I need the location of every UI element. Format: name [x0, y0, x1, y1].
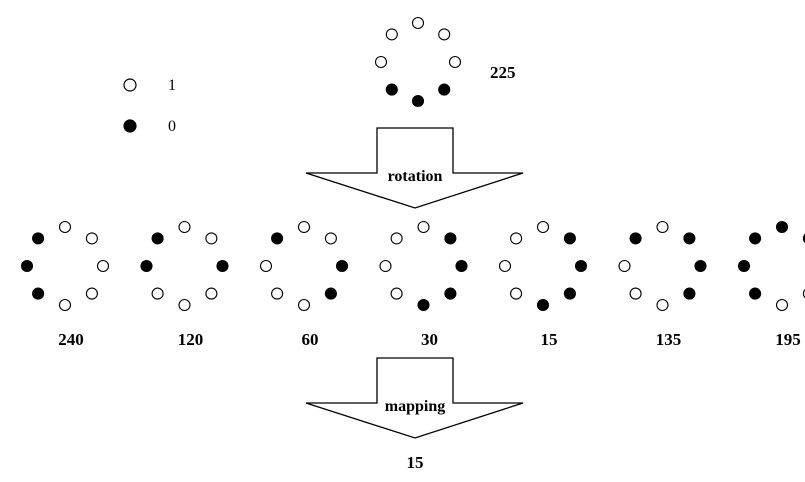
- open-dot: [324, 232, 337, 245]
- filled-dot: [335, 259, 349, 273]
- open-dot: [498, 259, 512, 273]
- filled-dot: [536, 298, 550, 312]
- filled-dot: [411, 94, 425, 108]
- open-dot: [297, 298, 311, 312]
- rotation-pattern: 195: [737, 220, 805, 349]
- filled-dot: [629, 232, 642, 245]
- filled-dot: [32, 287, 45, 300]
- filled-dot: [683, 232, 696, 245]
- rotation-value: 15: [541, 330, 558, 349]
- legend-open-dot: [123, 78, 137, 92]
- filled-dot: [683, 287, 696, 300]
- open-dot: [390, 287, 403, 300]
- filled-dot: [417, 298, 430, 312]
- open-dot: [85, 287, 98, 300]
- open-dot: [448, 55, 462, 69]
- open-dot: [629, 287, 642, 300]
- legend-label-zero: 0: [168, 118, 176, 135]
- rotation-pattern: 60: [259, 220, 349, 349]
- filled-dot: [324, 287, 337, 300]
- open-dot: [618, 259, 631, 273]
- open-dot: [775, 298, 789, 312]
- mapping-arrow: mapping: [305, 357, 524, 439]
- filled-dot: [32, 232, 45, 245]
- filled-dot: [749, 287, 762, 300]
- open-dot: [374, 55, 388, 69]
- open-dot: [438, 28, 451, 41]
- filled-dot: [20, 259, 34, 273]
- open-dot: [205, 287, 218, 300]
- open-dot: [58, 220, 72, 234]
- filled-dot: [563, 287, 576, 300]
- filled-dot: [438, 83, 451, 96]
- filled-dot: [775, 220, 789, 234]
- open-dot: [85, 232, 98, 245]
- open-dot: [390, 232, 403, 245]
- filled-dot: [749, 232, 762, 245]
- open-dot: [58, 298, 72, 312]
- rotation-row: 240 120 60 30 15 135 195: [20, 220, 805, 349]
- open-dot: [259, 259, 273, 273]
- filled-dot: [271, 232, 284, 245]
- legend: 1 0: [123, 77, 176, 135]
- open-dot: [656, 298, 669, 312]
- rotation-value: 60: [302, 330, 319, 349]
- filled-dot: [444, 287, 457, 300]
- open-dot: [417, 220, 430, 234]
- rotation-arrow-shape: [305, 127, 524, 209]
- rotation-arrow-label: rotation: [388, 168, 443, 185]
- open-dot: [385, 28, 398, 41]
- open-dot: [656, 220, 669, 234]
- filled-dot: [694, 259, 707, 273]
- open-dot: [205, 232, 218, 245]
- filled-dot: [385, 83, 398, 96]
- filled-dot: [574, 259, 588, 273]
- top-pattern-value: 225: [490, 63, 516, 82]
- mapping-arrow-shape: [305, 357, 524, 439]
- legend-label-one: 1: [168, 77, 176, 94]
- filled-dot: [737, 259, 751, 273]
- rotation-value: 240: [58, 330, 84, 349]
- open-dot: [510, 287, 523, 300]
- rotation-value: 30: [421, 330, 438, 349]
- open-dot: [178, 298, 191, 312]
- rotation-pattern: 135: [618, 220, 707, 349]
- open-dot: [271, 287, 284, 300]
- filled-dot: [140, 259, 153, 273]
- rotation-value: 195: [775, 330, 801, 349]
- rotation-arrow: rotation: [305, 127, 524, 209]
- open-dot: [411, 16, 425, 30]
- top-pattern: [374, 16, 462, 108]
- filled-dot: [216, 259, 229, 273]
- filled-dot: [151, 232, 164, 245]
- mapping-arrow-label: mapping: [385, 398, 445, 415]
- open-dot: [178, 220, 191, 234]
- rotation-pattern: 240: [20, 220, 110, 349]
- rotation-pattern: 30: [379, 220, 468, 349]
- rotation-pattern: 120: [140, 220, 229, 349]
- legend-filled-dot: [123, 119, 137, 133]
- open-dot: [151, 287, 164, 300]
- open-dot: [510, 232, 523, 245]
- rotation-value: 135: [656, 330, 682, 349]
- filled-dot: [444, 232, 457, 245]
- filled-dot: [563, 232, 576, 245]
- open-dot: [536, 220, 550, 234]
- mapping-result-value: 15: [407, 453, 424, 472]
- rotation-pattern: 15: [498, 220, 588, 349]
- open-dot: [297, 220, 311, 234]
- open-dot: [96, 259, 110, 273]
- rotation-value: 120: [178, 330, 204, 349]
- open-dot: [379, 259, 392, 273]
- filled-dot: [455, 259, 468, 273]
